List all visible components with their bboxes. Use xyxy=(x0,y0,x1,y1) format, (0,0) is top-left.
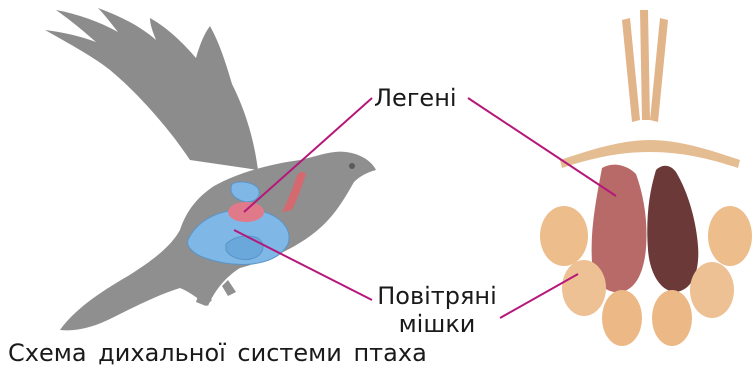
label-lungs: Легені xyxy=(374,84,457,112)
label-air-sacs: Повітряні мішки xyxy=(372,282,502,338)
air-sac-5 xyxy=(690,262,734,318)
leader-line-lungs-right xyxy=(468,98,616,196)
bird-eye xyxy=(349,163,355,169)
bird-lung xyxy=(228,202,264,222)
air-sac-2 xyxy=(562,260,606,316)
trachea-bones xyxy=(622,10,668,122)
right-lung xyxy=(647,166,698,292)
air-sac-1 xyxy=(540,206,588,266)
bird-wing xyxy=(45,8,258,170)
figure-caption: Схема дихальної системи птаха xyxy=(8,338,427,368)
bird-air-sac-blue-2 xyxy=(226,236,263,260)
label-air-sacs-line1: Повітряні xyxy=(372,282,502,310)
respiratory-system-illustration xyxy=(540,10,752,346)
label-air-sacs-line2: мішки xyxy=(372,310,502,338)
air-sac-4 xyxy=(652,290,692,346)
collar-bones xyxy=(560,140,740,168)
air-sac-6 xyxy=(708,206,752,266)
air-sac-3 xyxy=(602,290,642,346)
bird-silhouette xyxy=(45,8,376,330)
